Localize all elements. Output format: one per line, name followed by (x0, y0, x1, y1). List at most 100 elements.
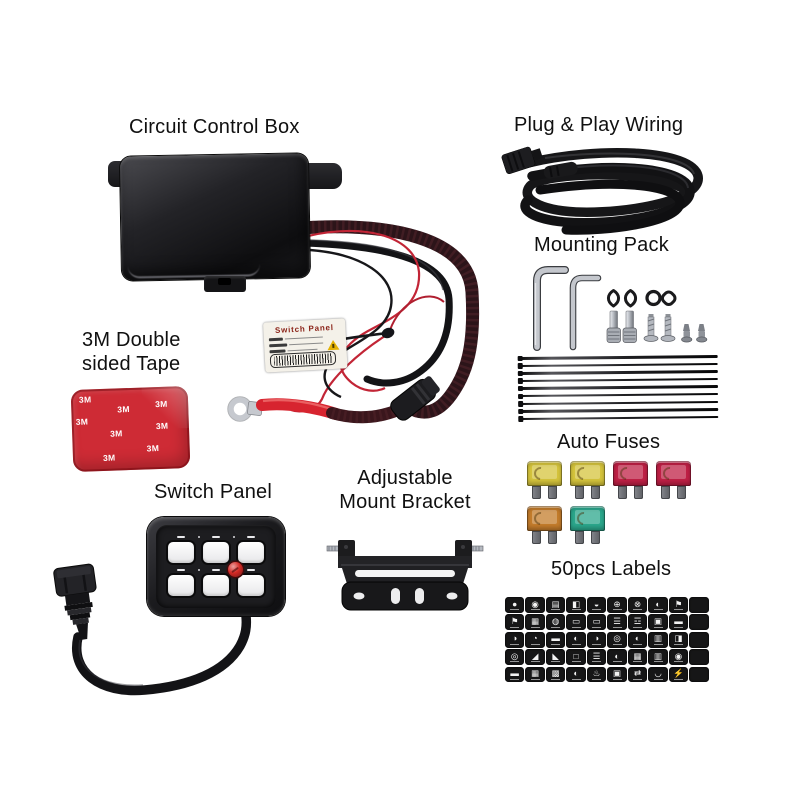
label-sticker (689, 597, 709, 613)
switch-panel (147, 517, 285, 616)
circuit-control-box: Switch Panel (119, 153, 348, 373)
label-sticker: ● (505, 597, 525, 613)
label-sticker: ▥ (648, 631, 668, 648)
led-indicator (247, 569, 255, 571)
label-sticker: ◨ (668, 631, 689, 648)
label-sticker: ◡ (648, 666, 668, 683)
hex-key-large (534, 267, 568, 350)
label-sticker: ⊗ (627, 597, 648, 613)
label-heading: Switch Panel (274, 322, 335, 336)
label-sticker: ▥ (648, 649, 668, 666)
label-sticker: ◢ (525, 649, 545, 666)
barcode (269, 350, 337, 369)
led-indicator (177, 569, 185, 571)
label-sticker: ▬ (668, 614, 689, 631)
panel-plug (53, 563, 97, 640)
zip-tie (519, 370, 718, 375)
clip-ring (645, 289, 662, 307)
ring-terminal (227, 396, 263, 422)
control-box-mount-ear (305, 163, 342, 189)
tape-3m-mark: 3M (155, 420, 169, 432)
blade-fuse (570, 506, 605, 544)
blade-fuse (656, 461, 691, 499)
label-sticker: ◑ (586, 631, 607, 648)
cable-plug (501, 146, 543, 175)
label-sticker: ⚑ (668, 597, 689, 613)
bolt (622, 310, 637, 343)
led-indicator (212, 569, 220, 571)
control-box-title: Circuit Control Box (129, 116, 300, 138)
tape-3m-mark: 3M (75, 416, 89, 427)
switch-key (168, 542, 194, 563)
label-sticker: ◐ (566, 631, 586, 648)
fuse-row-bottom (527, 506, 605, 544)
label-sticker (689, 631, 709, 648)
labels-grid: ●◉▤◧◒⊕⊗◐⚑⚑▦◍▭▭☰☲▣▬◑◔▬◐◑◎◐▥◨◎◢◣□☰◐▦▥◉▬▦▩◐… (505, 597, 709, 683)
label-sticker: ◑ (505, 631, 525, 648)
bracket-title: Adjustable Mount Bracket (339, 467, 471, 513)
zip-ties (519, 354, 719, 425)
zip-tie (520, 415, 719, 421)
switch-panel-title: Switch Panel (154, 481, 273, 503)
wire-knot (381, 327, 395, 339)
mount-bracket (326, 540, 484, 611)
label-sticker (689, 649, 709, 666)
label-sticker: ⚑ (505, 614, 525, 631)
clip-teardrop (606, 289, 621, 308)
tape-3m-mark: 3M (109, 428, 123, 439)
label-sticker (689, 666, 709, 683)
control-box-label: Switch Panel (263, 318, 348, 373)
switch-key (203, 542, 229, 563)
warning-triangle-icon (327, 339, 340, 351)
tape-3m-mark: 3M (78, 394, 92, 405)
wiring-title: Plug & Play Wiring (514, 114, 684, 136)
control-box-bottom-tab (204, 276, 246, 292)
blade-fuse (570, 461, 605, 499)
mounting-hardware (533, 266, 708, 351)
plug-play-cable (501, 146, 703, 235)
switch-key (168, 575, 194, 596)
label-sticker: ☰ (607, 614, 627, 631)
zip-tie (520, 408, 719, 413)
label-sticker: ▬ (505, 666, 525, 683)
label-sticker: ◔ (525, 631, 545, 648)
label-sticker: □ (566, 649, 586, 666)
tape-3m-mark: 3M (154, 398, 168, 410)
mounting-pack-title: Mounting Pack (534, 234, 669, 256)
label-sticker: ▣ (648, 614, 668, 631)
screw (660, 314, 676, 342)
clip-squircle (660, 290, 677, 307)
bracket-slot (355, 570, 455, 577)
power-button (227, 562, 243, 577)
labels-title: 50pcs Labels (551, 558, 672, 580)
label-sticker: ▩ (545, 666, 566, 683)
label-sticker: ◐ (566, 666, 586, 683)
led-indicator (212, 536, 220, 538)
tape-3m-mark: 3M (117, 404, 130, 415)
label-sticker: ◐ (627, 631, 648, 648)
label-sticker: ▭ (566, 614, 586, 631)
label-sticker: ⇄ (627, 666, 648, 683)
bolt (606, 310, 621, 343)
zip-tie (519, 362, 718, 368)
zip-tie (519, 385, 718, 390)
label-sticker: ◍ (545, 614, 566, 631)
label-sticker (689, 614, 709, 631)
label-sticker: ◉ (525, 597, 545, 613)
clip-teardrop (623, 289, 638, 308)
label-sticker: ◧ (566, 597, 586, 613)
zip-tie (520, 400, 719, 406)
label-sticker: ⊕ (607, 597, 627, 613)
label-sticker: ♨ (586, 666, 607, 683)
zip-tie (519, 377, 718, 383)
switch-key (203, 575, 229, 596)
switch-key (238, 575, 264, 596)
label-sticker: ⚡ (668, 666, 689, 683)
label-sticker: ▭ (586, 614, 607, 631)
label-sticker: ▣ (607, 666, 627, 683)
hex-key-small (570, 275, 601, 350)
zip-tie (520, 392, 719, 398)
label-sticker: ▦ (525, 614, 545, 631)
